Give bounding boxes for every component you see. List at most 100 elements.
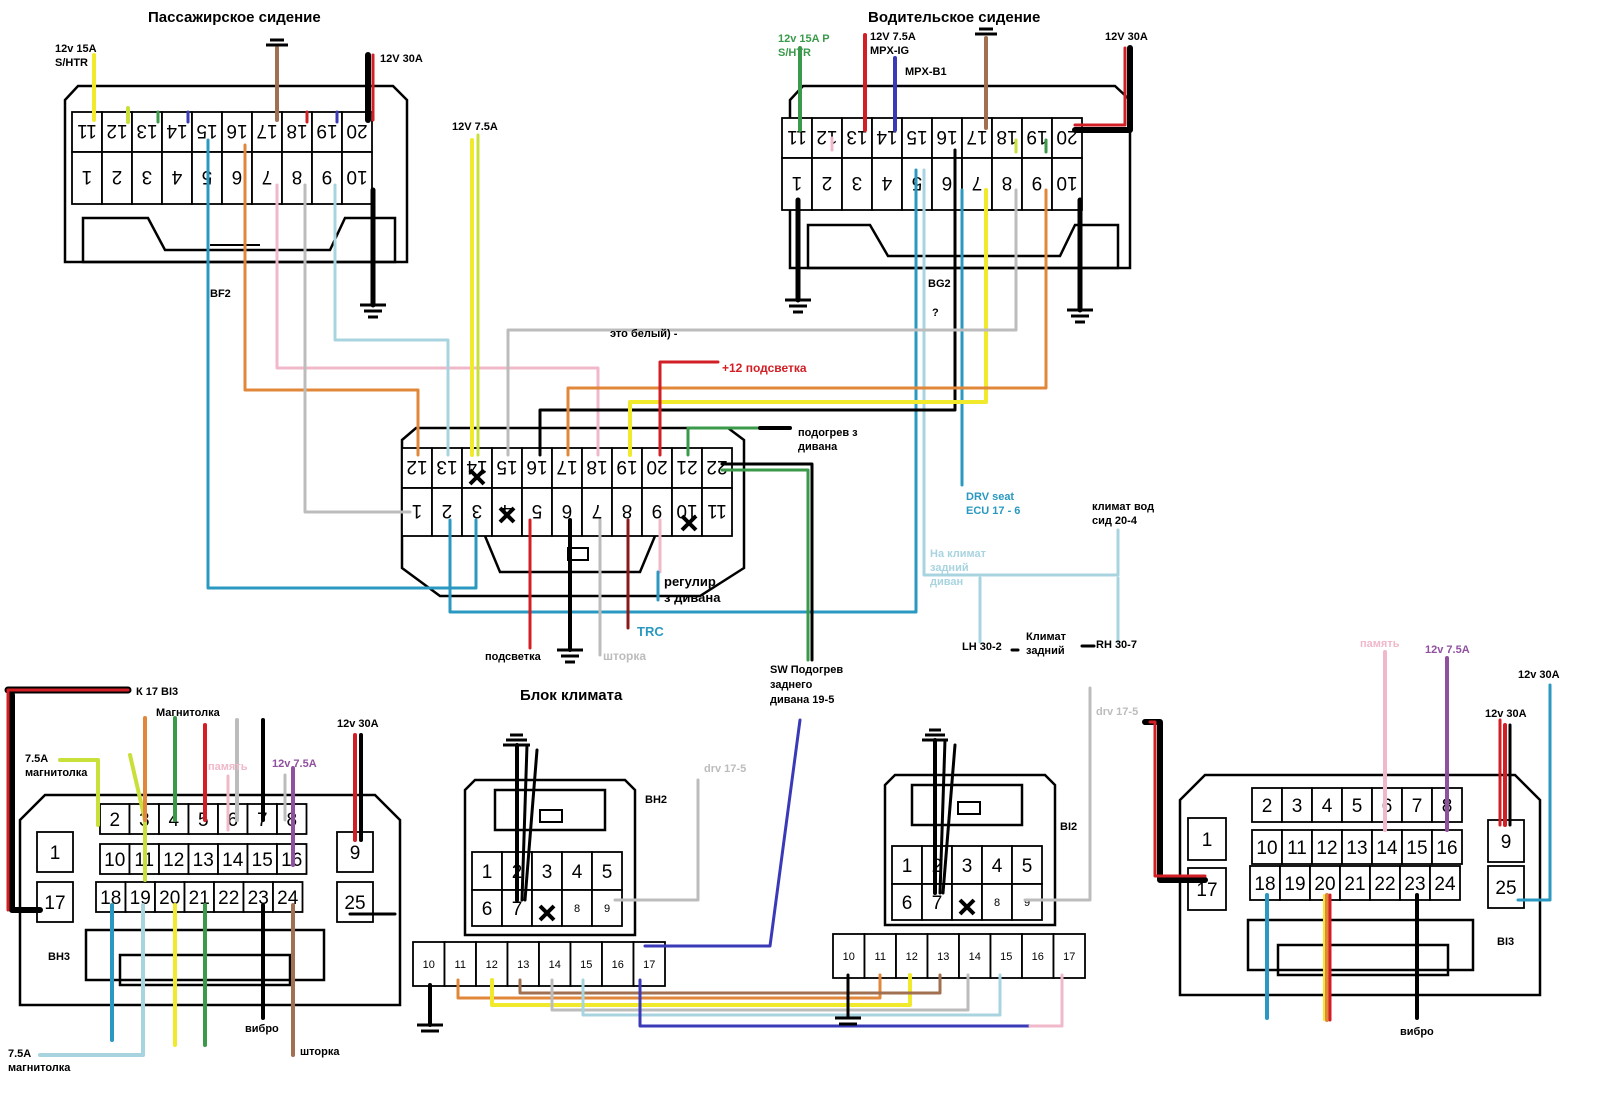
pin-number: 15: [196, 120, 217, 141]
pin-number: 19: [316, 120, 337, 141]
pin-number: 1: [792, 172, 803, 193]
pin-number: 15: [496, 456, 517, 477]
label-bh2: BH2: [645, 794, 667, 806]
label-p-12v15a: 12v 15A: [55, 43, 97, 55]
pin-number: 4: [171, 166, 182, 187]
cross-icon: [468, 468, 486, 486]
wire-drv-8-grey: [506, 188, 1018, 457]
label-rear-clim-2: задний: [930, 562, 969, 574]
wire-harness-orange: [456, 973, 882, 1000]
wire-bh3-17-black: [9, 692, 43, 913]
pin-number: 17: [643, 959, 655, 971]
pin-number: 9: [1032, 172, 1043, 193]
wire-pass-15-teal: [206, 138, 478, 590]
pin-number: 11: [707, 500, 727, 521]
pin-cell: [895, 933, 929, 979]
pin-cell: [213, 881, 245, 913]
wire-drv-15-lightblue: [922, 168, 1120, 577]
pin-number: 20: [346, 120, 367, 141]
pin-number: 5: [602, 862, 613, 883]
pin-number: 14: [549, 959, 561, 971]
ground-icon: [835, 1016, 861, 1026]
pin-number: 21: [676, 456, 697, 477]
pin-number: 12: [1316, 838, 1337, 859]
pin-cell: [521, 447, 553, 489]
pin-cell: [1431, 829, 1463, 865]
pin-number: 18: [586, 456, 607, 477]
pin-number: 5: [1022, 856, 1033, 877]
label-drv175-b: drv 17-5: [1096, 706, 1138, 718]
wire-drv-9-orange: [566, 188, 1048, 457]
pin-number: 9: [1024, 897, 1030, 909]
pin-cell: [1251, 787, 1283, 823]
pin-number: 6: [902, 893, 913, 914]
pin-cell: [242, 881, 274, 913]
pin-number: 17: [556, 456, 577, 477]
pin-cell: [951, 883, 983, 921]
label-bf2: BF2: [210, 288, 231, 300]
pin-number: 12: [406, 456, 427, 477]
label-climate-drv-2: сид 20-4: [1092, 515, 1138, 527]
pin-cell: [341, 151, 373, 205]
unused-pin-marks: [468, 468, 976, 922]
pin-number: 9: [652, 500, 663, 521]
wire-bh2-blue: [643, 718, 802, 948]
pin-number: 11: [77, 120, 97, 141]
label-d-12v30a: 12V 30A: [1105, 31, 1148, 43]
label-d-12v75a: 12V 7.5A: [870, 31, 916, 43]
label-bh3-75a: 7.5A: [25, 753, 48, 765]
wire-drv-15-teal: [448, 168, 918, 614]
pin-number: 22: [218, 888, 239, 909]
pin-number: 1: [412, 500, 423, 521]
pin-cell: [931, 157, 963, 211]
label-podsvetka: подсветка: [485, 651, 542, 663]
label-lh: LH 30-2: [962, 641, 1002, 653]
pin-number: 11: [787, 126, 807, 147]
label-bi2: BI2: [1060, 821, 1077, 833]
pin-number: 16: [612, 959, 624, 971]
label-k17: К 17 BI3: [136, 686, 178, 698]
pin-cell: [221, 151, 253, 205]
pin-cell: [551, 447, 583, 489]
pin-number: 2: [442, 500, 453, 521]
pin-number: 12: [816, 126, 837, 147]
wire-bh2-2c-black: [523, 748, 539, 902]
pin-cell: [591, 889, 623, 927]
pin-number: 25: [1495, 878, 1516, 899]
pin-number: 10: [676, 500, 697, 521]
pin-number: 16: [936, 126, 957, 147]
pin-number: 17: [966, 126, 987, 147]
wire-bh3-lime: [58, 758, 100, 827]
pin-number: 21: [1344, 874, 1365, 895]
pin-cell: [36, 831, 74, 873]
label-bh3-12v75a: 12v 7.5A: [272, 758, 317, 770]
pin-number: 20: [646, 456, 667, 477]
pin-number: 10: [346, 166, 367, 187]
pin-number: 2: [109, 810, 120, 831]
ground-icon: [266, 38, 288, 47]
pin-number: 10: [843, 951, 855, 963]
pin-number: 13: [846, 126, 867, 147]
pin-number: 6: [562, 500, 573, 521]
pin-cell: [951, 845, 983, 885]
pin-number: 7: [972, 172, 983, 193]
pin-number: 11: [455, 959, 466, 971]
pin-cell: [272, 881, 304, 913]
pin-number: 12: [486, 959, 498, 971]
pin-number: 19: [130, 888, 151, 909]
pin-cell: [531, 889, 563, 927]
passenger-seat-title: Пассажирское сидение: [148, 9, 321, 26]
pin-number: 16: [1436, 838, 1457, 859]
label-bh3-12v30a: 12v 30A: [337, 718, 379, 730]
pin-number: 18: [1254, 874, 1275, 895]
pin-number: 3: [852, 172, 863, 193]
wire-bi2-2b-black: [938, 738, 947, 895]
pin-number: 3: [542, 862, 553, 883]
pin-cell: [1311, 829, 1343, 865]
label-rear-clim-3: диван: [930, 576, 963, 588]
